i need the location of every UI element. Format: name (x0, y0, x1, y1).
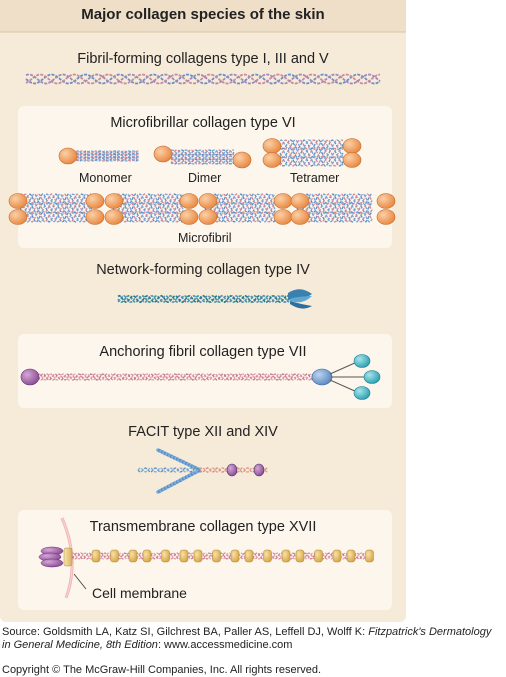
collagen-figure: Major collagen species of the skin Fibri… (0, 0, 406, 622)
copyright-notice: Copyright © The McGraw-Hill Companies, I… (2, 664, 322, 676)
anchoring-panel (18, 334, 392, 408)
source-book: Fitzpatrick's Dermatology in General Med… (2, 626, 492, 651)
anchoring-label: Anchoring fibril collagen type VII (99, 344, 307, 360)
dimer-label: Dimer (188, 171, 222, 185)
dimer-molecule (153, 145, 252, 169)
transmembrane-molecule (38, 517, 374, 599)
monomer-label: Monomer (79, 171, 132, 185)
network-forming-molecule (117, 289, 312, 309)
tetramer-label: Tetramer (290, 171, 340, 185)
source-suffix: : www.accessmedicine.com (157, 639, 293, 651)
anchoring-fibril-molecule (20, 354, 381, 400)
network-forming-label: Network-forming collagen type IV (96, 262, 310, 278)
facit-label: FACIT type XII and XIV (128, 424, 278, 440)
transmembrane-label: Transmembrane collagen type XVII (89, 519, 317, 535)
transmembrane-panel (18, 510, 392, 610)
microfibril-label: Microfibril (178, 231, 232, 245)
collagen-illustration (0, 0, 406, 622)
source-prefix: Source: Goldsmith LA, Katz SI, Gilchrest… (2, 626, 369, 638)
microfibrillar-label: Microfibrillar collagen type VI (110, 115, 296, 131)
source-citation: Source: Goldsmith LA, Katz SI, Gilchrest… (2, 626, 502, 652)
title-bar (0, 0, 406, 32)
fibril-forming-helix (25, 73, 381, 85)
microfibril-chain (8, 193, 396, 225)
tetramer-molecule (262, 138, 362, 168)
fibril-forming-label: Fibril-forming collagens type I, III and… (77, 51, 329, 67)
cell-membrane-label: Cell membrane (92, 585, 187, 601)
figure-title: Major collagen species of the skin (81, 6, 325, 23)
facit-molecule (137, 448, 268, 494)
monomer-molecule (58, 147, 140, 165)
